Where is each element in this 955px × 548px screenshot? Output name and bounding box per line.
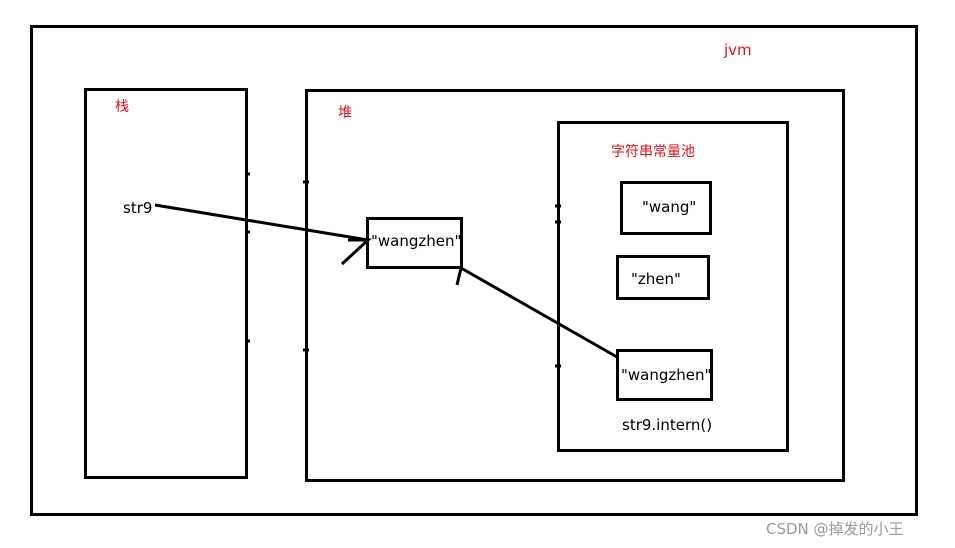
pool-entry-wang: "wang" (642, 198, 697, 216)
pool-entry-wangzhen: "wangzhen" (621, 366, 712, 384)
pool-entry-zhen-box (616, 255, 710, 300)
jvm-frame (30, 25, 918, 516)
pool-entry-zhen: "zhen" (631, 270, 681, 288)
jvm-label: jvm (724, 41, 752, 59)
arrow-stack-to-heap (154, 203, 369, 242)
stack-variable-str9: str9 (123, 199, 153, 217)
string-pool-region (557, 121, 789, 452)
tick-heap-object (455, 267, 463, 286)
stack-region (84, 88, 248, 479)
pool-entry-wangzhen-box (616, 349, 713, 401)
string-pool-label: 字符串常量池 (611, 144, 695, 160)
heap-object-box (366, 217, 463, 269)
stack-label: 栈 (115, 99, 129, 115)
heap-label: 堆 (338, 105, 352, 121)
arrowhead-stack-to-heap (340, 238, 372, 266)
pool-entry-wang-box (620, 181, 712, 235)
heap-object-label: "wangzhen" (371, 232, 462, 250)
watermark: CSDN @掉发的小王 (766, 520, 904, 538)
heap-region (305, 89, 845, 482)
intern-call-label: str9.intern() (622, 416, 713, 434)
line-heap-to-pool (460, 266, 618, 359)
